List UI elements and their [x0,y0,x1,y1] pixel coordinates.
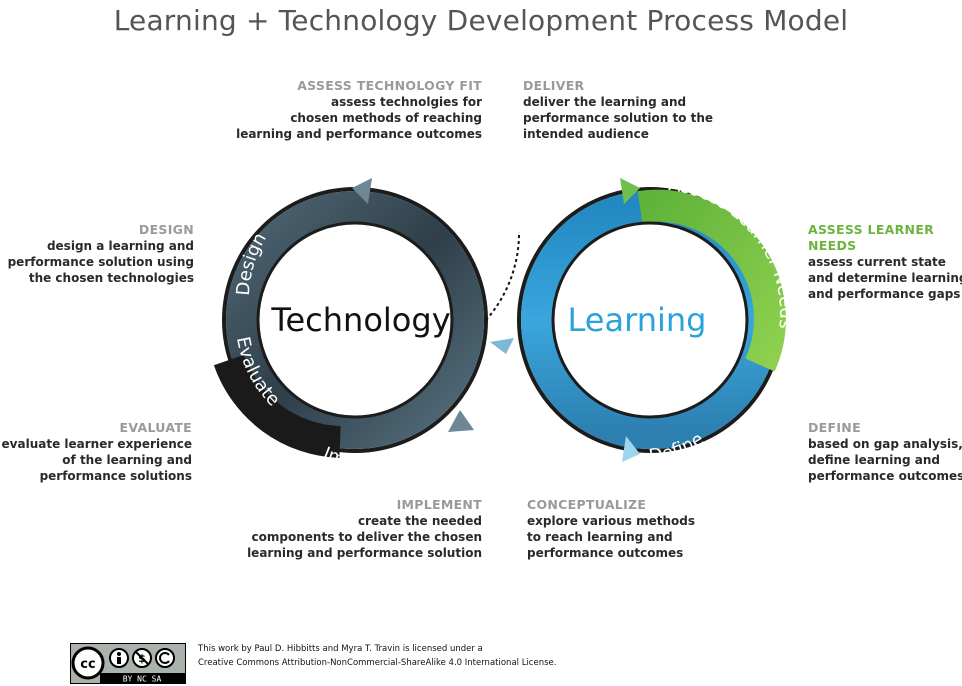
block-heading: DELIVER [523,78,585,93]
block-line: learning and performance outcomes [236,127,482,141]
block-line: performance outcomes [527,546,684,560]
block-line: and determine learning [808,271,962,285]
arrow-head-assess [352,178,372,204]
technology-inner [256,221,454,419]
block-line: and performance gaps [808,287,961,301]
block-line: performance solution to the [523,111,714,125]
block-line: components to deliver the chosen [251,530,482,544]
block-line: intended audience [523,127,649,141]
block-heading: ASSESS TECHNOLOGY FIT [297,78,482,93]
block-line: deliver the learning and [523,95,687,109]
block-line: learning and performance solution [247,546,482,560]
block-define: DEFINE based on gap analysis, define lea… [808,420,962,484]
block-line: explore various methods [527,514,696,528]
cc-icon [71,646,105,680]
block-assess-learner-needs: ASSESS LEARNER NEEDS assess current stat… [808,222,962,302]
sa-icon [155,648,175,668]
license-line: This work by Paul D. Hibbitts and Myra T… [198,644,483,654]
block-implement: IMPLEMENT create the needed components t… [247,497,482,561]
block-heading: CONCEPTUALIZE [527,497,647,512]
block-line: define learning and [808,453,940,467]
block-line: performance solutions [39,469,192,483]
block-line: based on gap analysis, [808,437,962,451]
block-line: create the needed [357,514,482,528]
block-line: performance outcomes [808,469,962,483]
technology-ring [226,191,484,449]
technology-label: Technology [270,301,450,339]
block-heading: EVALUATE [119,420,192,435]
block-line: of the learning and [62,453,192,467]
arrow-head-assess-learner [620,178,640,204]
block-line: performance solution using [7,255,194,269]
evaluate-segment [213,354,342,458]
arrow-head-define [622,436,640,462]
cc-badge-text: BY NC SA [123,675,162,684]
learning-label: Learning [568,301,707,339]
cc-text: cc [80,657,95,672]
block-heading: IMPLEMENT [396,497,482,512]
block-evaluate: EVALUATE evaluate learner experience of … [2,420,192,484]
block-design: DESIGN design a learning and performance… [8,222,194,286]
block-heading: ASSESS LEARNER [808,222,935,237]
block-line: to reach learning and [527,530,673,544]
license-text: This work by Paul D. Hibbitts and Myra T… [198,642,556,670]
block-line: evaluate learner experience [1,437,192,451]
block-assess-technology-fit: ASSESS TECHNOLOGY FIT assess technolgies… [236,78,482,142]
block-line: chosen methods of reaching [290,111,482,125]
block-heading: DESIGN [138,222,194,237]
arrow-head-conceptualize [490,338,514,354]
block-line: assess technolgies for [331,95,482,109]
assess-learner-needs-segment [637,189,786,372]
block-conceptualize: CONCEPTUALIZE explore various methods to… [527,497,695,561]
block-deliver: DELIVER deliver the learning and perform… [523,78,713,142]
arrow-head-implement [448,410,474,432]
block-line: design a learning and [46,239,194,253]
block-line: assess current state [808,255,946,269]
license-line[interactable]: Creative Commons Attribution-NonCommerci… [198,658,557,668]
block-heading: DEFINE [808,420,861,435]
diagram-title: Learning + Technology Development Proces… [113,4,849,37]
block-heading: NEEDS [808,238,857,253]
learning-inner [551,221,749,419]
overlap-dotted [485,231,521,321]
block-line: the chosen technologies [28,271,194,285]
cc-license-badge[interactable]: cc $ BY NC SA [70,643,186,684]
